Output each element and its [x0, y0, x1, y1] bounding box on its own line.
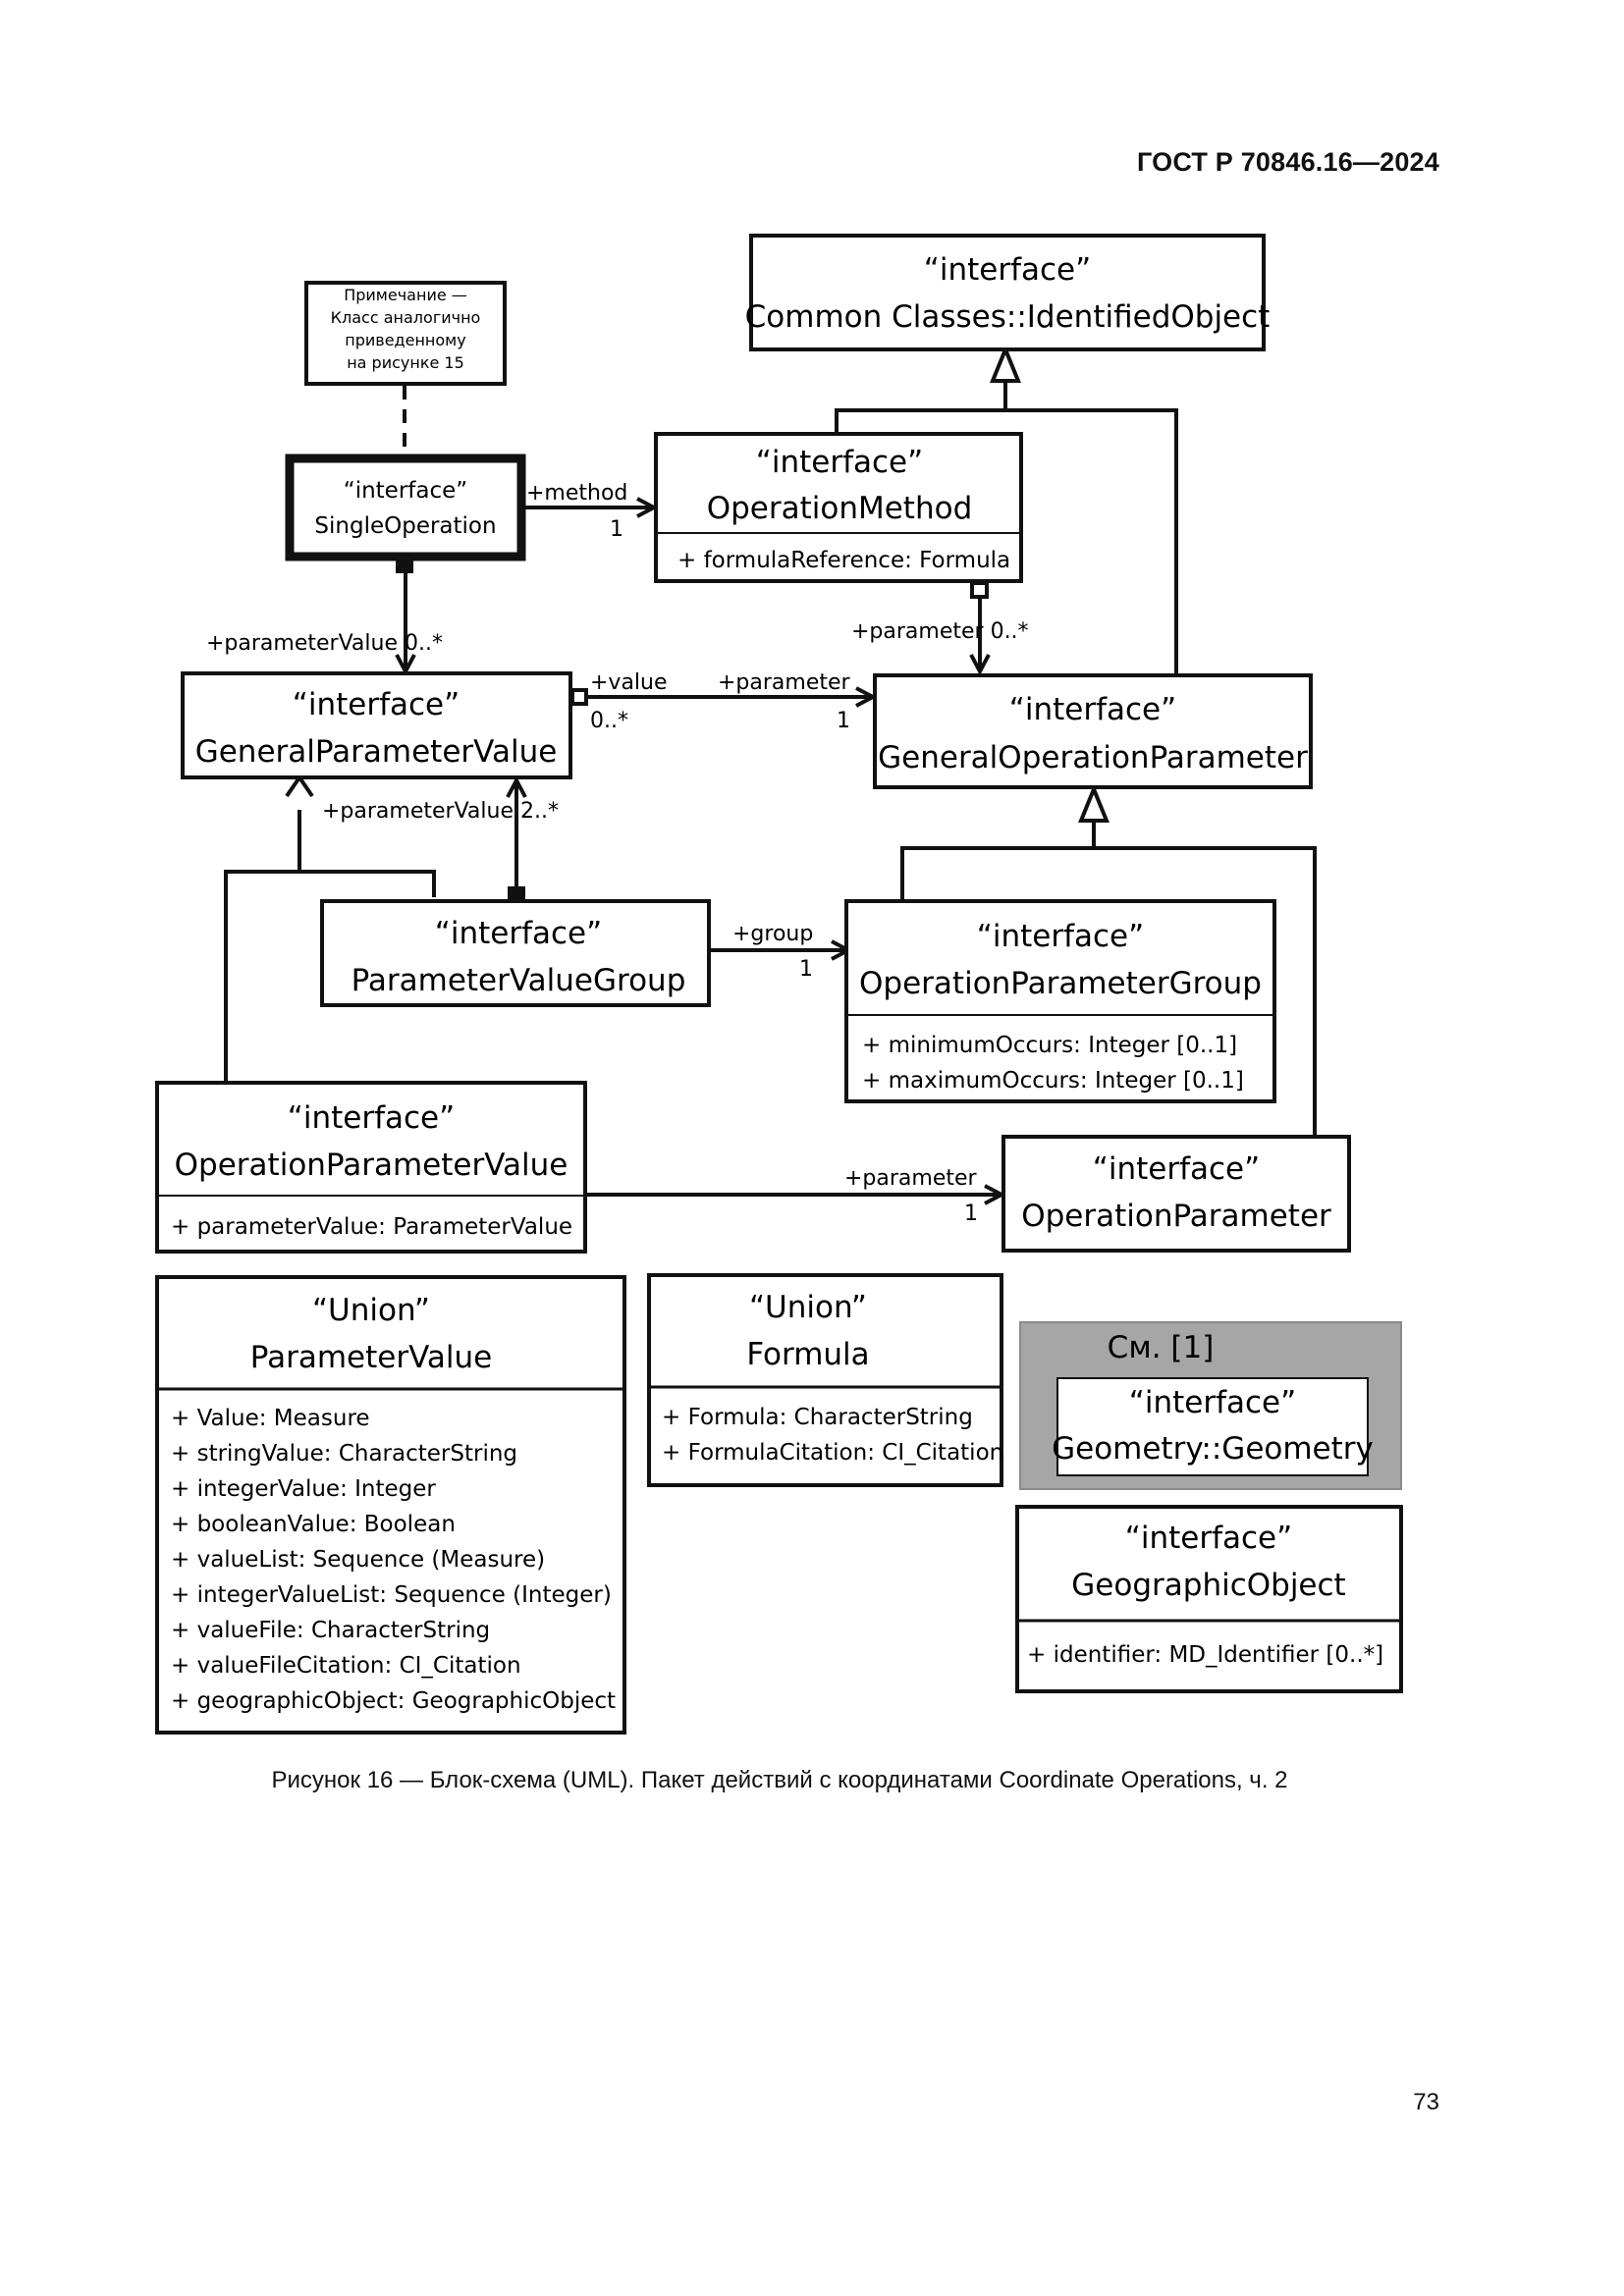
role-parameter-top: +parameter 0..*: [851, 619, 1029, 644]
class-stereotype: “interface”: [1009, 692, 1176, 727]
class-attribute: + valueFile: CharacterString: [171, 1618, 490, 1643]
note-line: Примечание —: [344, 286, 467, 304]
class-parameter-value-group: “interface” ParameterValueGroup: [320, 899, 711, 1007]
generalization-triangle-top: [990, 344, 1021, 383]
class-stereotype: “interface”: [435, 916, 602, 951]
class-name: GeneralOperationParameter: [878, 740, 1308, 775]
class-operation-parameter: “interface” OperationParameter: [1001, 1135, 1351, 1253]
class-operation-parameter-value: “interface” OperationParameterValue + pa…: [155, 1081, 587, 1254]
class-attribute: + Formula: CharacterString: [662, 1405, 973, 1430]
class-attribute: + minimumOccurs: Integer [0..1]: [862, 1033, 1237, 1058]
class-name: Geometry::Geometry: [1052, 1431, 1374, 1467]
role-method: +method: [526, 481, 627, 506]
note-line: Класс аналогично: [331, 308, 481, 327]
class-parameter-value-union: “Union” ParameterValue + Value: Measure …: [155, 1275, 626, 1735]
class-name: OperationMethod: [707, 491, 973, 526]
class-general-parameter-value: “interface” GeneralParameterValue: [181, 671, 572, 779]
class-name: OperationParameter: [1021, 1199, 1331, 1234]
note-line: на рисунке 15: [347, 353, 464, 372]
class-attribute: + FormulaCitation: CI_Citation: [662, 1440, 1003, 1466]
class-name: GeneralParameterValue: [195, 734, 558, 770]
generalization-operation-parameter: [1094, 846, 1317, 1139]
class-attribute: + booleanValue: Boolean: [171, 1512, 456, 1537]
class-formula-union: “Union” Formula + Formula: CharacterStri…: [647, 1273, 1003, 1487]
role-parameter-value-top: +parameterValue 0..*: [206, 631, 443, 656]
class-general-operation-parameter: “interface” GeneralOperationParameter: [873, 673, 1313, 789]
class-stereotype: “Union”: [312, 1293, 430, 1328]
class-attribute: + parameterValue: ParameterValue: [171, 1214, 572, 1240]
class-geographic-object: “interface” GeographicObject + identifie…: [1015, 1505, 1403, 1693]
class-stereotype: “Union”: [749, 1290, 867, 1325]
class-name: Common Classes::IdentifiedObject: [745, 299, 1271, 335]
class-single-operation: “interface” SingleOperation: [285, 454, 526, 561]
class-stereotype: “interface”: [1093, 1151, 1260, 1187]
generalization-parameter-group: [900, 846, 1094, 903]
package-label: См. [1]: [1108, 1330, 1215, 1365]
class-stereotype: “interface”: [977, 919, 1144, 954]
role-parameter-mid: +parameter: [718, 670, 851, 695]
class-attribute: + Value: Measure: [171, 1406, 370, 1431]
class-name: GeographicObject: [1071, 1568, 1345, 1603]
class-attribute: + integerValueList: Sequence (Integer): [171, 1582, 612, 1608]
class-stereotype: “interface”: [924, 252, 1091, 288]
class-attribute: + integerValue: Integer: [171, 1476, 436, 1502]
class-identified-object: “interface” Common Classes::IdentifiedOb…: [745, 234, 1271, 351]
role-parameter-bottom: +parameter: [844, 1166, 978, 1191]
class-stereotype: “interface”: [288, 1100, 455, 1136]
role-group: +group: [732, 922, 813, 946]
class-attribute: + identifier: MD_Identifier [0..*]: [1027, 1642, 1383, 1668]
role-method-mult: 1: [610, 517, 623, 542]
page-number: 73: [1413, 2089, 1439, 2115]
role-labels: +method 1 +parameterValue 0..* +paramete…: [206, 481, 1029, 1226]
class-name: OperationParameterGroup: [859, 966, 1262, 1001]
class-attribute: + geographicObject: GeographicObject: [171, 1688, 616, 1714]
class-stereotype: “interface”: [756, 445, 923, 480]
class-name: OperationParameterValue: [175, 1148, 568, 1183]
class-name: SingleOperation: [314, 513, 496, 539]
class-attribute: + maximumOccurs: Integer [0..1]: [862, 1068, 1244, 1094]
class-name: ParameterValueGroup: [352, 963, 686, 998]
generalization-general-parameter: [1005, 408, 1178, 676]
class-name: ParameterValue: [250, 1340, 492, 1375]
package-geometry: См. [1] “interface” Geometry::Geometry: [1019, 1321, 1402, 1490]
note-box: Примечание — Класс аналогично приведенно…: [304, 281, 507, 386]
class-stereotype: “interface”: [1125, 1521, 1292, 1556]
class-name: Formula: [746, 1337, 869, 1372]
role-value-mult: 0..*: [590, 709, 628, 733]
generalization-method: [835, 408, 1005, 437]
class-attribute: + valueList: Sequence (Measure): [171, 1547, 545, 1573]
generalization-triangle-mid: [1078, 783, 1110, 823]
class-stereotype: “interface”: [1129, 1385, 1296, 1420]
figure-caption: Рисунок 16 — Блок-схема (UML). Пакет дей…: [271, 1767, 1288, 1793]
role-parameter-bottom-mult: 1: [964, 1201, 978, 1226]
class-attribute: + formulaReference: Formula: [677, 548, 1010, 573]
generalization-operation-parameter-value: [224, 870, 299, 1083]
class-stereotype: “interface”: [293, 687, 460, 722]
role-group-mult: 1: [799, 957, 813, 982]
generalization-value-group: [299, 870, 436, 897]
role-parameter-value-group: +parameterValue 2..*: [322, 799, 559, 824]
class-attribute: + valueFileCitation: CI_Citation: [171, 1653, 521, 1679]
note-line: приведенному: [345, 331, 465, 349]
standard-header: ГОСТ Р 70846.16—2024: [1137, 147, 1439, 177]
role-value: +value: [590, 670, 668, 695]
role-parameter-mid-mult: 1: [837, 709, 850, 733]
class-stereotype: “interface”: [344, 478, 467, 504]
class-attribute: + stringValue: CharacterString: [171, 1441, 517, 1467]
class-operation-method: “interface” OperationMethod + formulaRef…: [654, 432, 1023, 583]
class-operation-parameter-group: “interface” OperationParameterGroup + mi…: [844, 899, 1276, 1103]
